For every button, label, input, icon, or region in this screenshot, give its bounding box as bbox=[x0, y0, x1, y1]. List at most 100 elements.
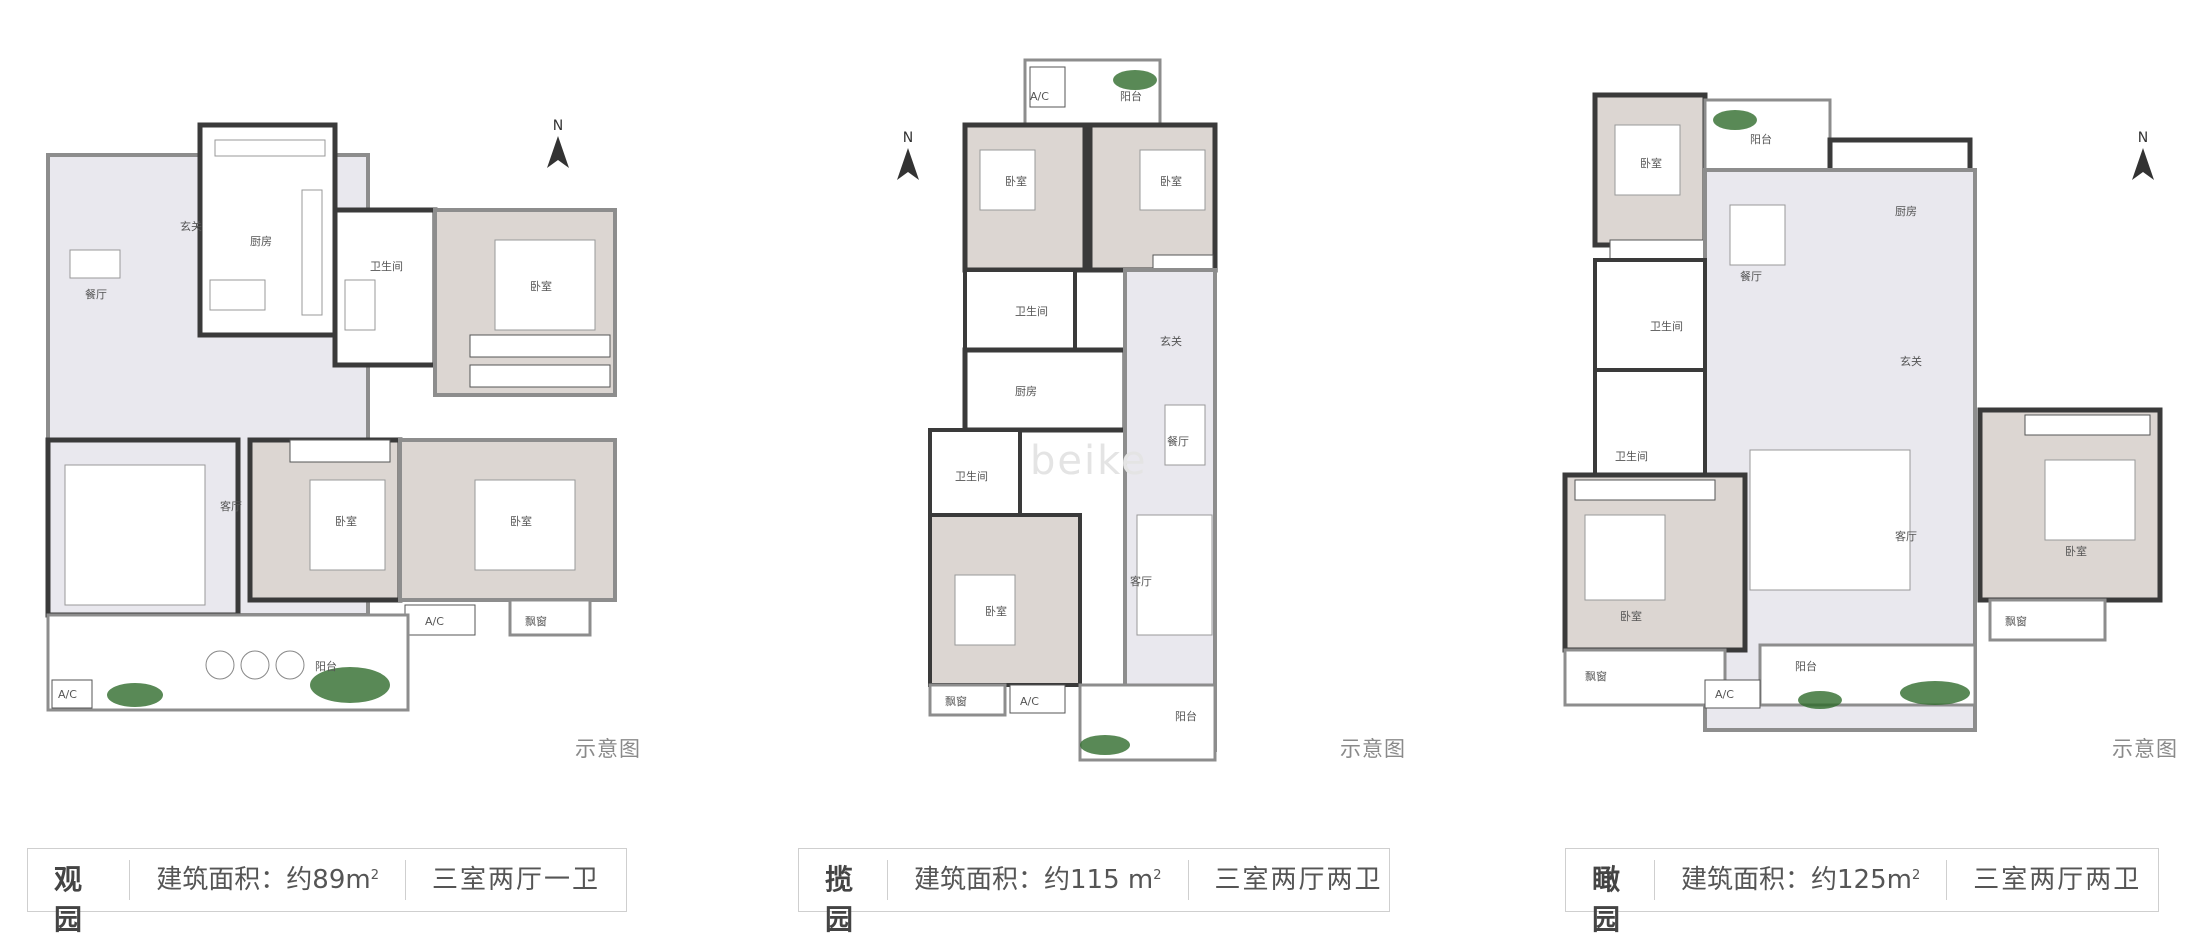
diagram-note: 示意图 bbox=[2112, 737, 2178, 761]
room-label: 卧室 bbox=[1005, 174, 1027, 188]
room-label: 卧室 bbox=[2065, 544, 2087, 558]
area-unit-sup: 2 bbox=[370, 868, 379, 883]
ac-unit-2 bbox=[51, 679, 93, 709]
north-label: N bbox=[902, 130, 914, 146]
north-label: N bbox=[2137, 130, 2149, 146]
balcony-seat bbox=[275, 650, 305, 680]
room-label: 阳台 bbox=[315, 659, 337, 673]
kitchen-counter bbox=[214, 139, 326, 157]
kitchen-counter-side bbox=[301, 189, 323, 316]
plan-area: 建筑面积：约115 m2 bbox=[888, 860, 1189, 900]
ac-top bbox=[1029, 66, 1066, 108]
room-label: 玄关 bbox=[180, 219, 202, 233]
bed-1 bbox=[979, 149, 1036, 211]
room-label: 卫生间 bbox=[370, 259, 403, 273]
room-label: 卫生间 bbox=[1015, 304, 1048, 318]
room-label: 玄关 bbox=[1900, 354, 1922, 368]
bed-1 bbox=[494, 239, 596, 331]
area-text: 建筑面积：约115 m bbox=[914, 865, 1154, 895]
living-rug bbox=[64, 464, 206, 606]
bed-2 bbox=[1139, 149, 1206, 211]
north-label: N bbox=[552, 118, 564, 134]
area-unit-sup: 2 bbox=[1911, 868, 1921, 883]
room-label: 卧室 bbox=[335, 514, 357, 528]
room-label: 阳台 bbox=[1795, 659, 1817, 673]
area-text: 建筑面积：约89m bbox=[156, 865, 371, 895]
room-label: 餐厅 bbox=[1167, 434, 1189, 448]
room-label: 阳台 bbox=[1120, 89, 1142, 103]
room-label: 阳台 bbox=[1750, 132, 1772, 146]
plan-area: 建筑面积：约89m2 bbox=[130, 860, 406, 900]
room-label: 厨房 bbox=[250, 235, 272, 248]
north-indicator: N bbox=[545, 118, 571, 170]
north-arrow-icon bbox=[897, 148, 919, 180]
room-label: A/C bbox=[425, 615, 444, 628]
floor-plan-lanyuan: A/C 阳台 卧室 卧室 卫生间 厨房 玄关 餐厅 卫生间 卧室 客厅 飘窗 A… bbox=[905, 55, 1285, 775]
bed-2 bbox=[1584, 514, 1666, 601]
plan-layout: 三室两厅两卫 bbox=[1214, 865, 1383, 895]
diagram-note: 示意图 bbox=[1340, 737, 1406, 761]
bay-window-1 bbox=[1563, 648, 1727, 707]
area-text: 建筑面积：约125m bbox=[1681, 865, 1912, 895]
floor-plan-kanyuan-drawing: 卧室 阳台 餐厅 厨房 卫生间 玄关 卫生间 客厅 卧室 卧室 飘窗 飘窗 阳台… bbox=[1562, 92, 2163, 732]
living-rug bbox=[1136, 514, 1213, 636]
floor-plan-guanyuan: 玄关 厨房 卫生间 餐厅 客厅 卧室 卧室 卧室 阳台 飘窗 A/C A/C bbox=[40, 100, 620, 740]
north-indicator: N bbox=[2130, 130, 2156, 182]
bathtub bbox=[344, 279, 376, 331]
room-label: 飘窗 bbox=[945, 694, 967, 708]
diagram-note: 示意图 bbox=[575, 737, 641, 761]
plant bbox=[1080, 735, 1130, 755]
room-label: A/C bbox=[1030, 90, 1049, 103]
room-label: 餐厅 bbox=[85, 287, 107, 301]
north-arrow-icon bbox=[2132, 148, 2154, 180]
ac-bottom bbox=[1009, 684, 1066, 714]
plant bbox=[1713, 110, 1757, 130]
room-label: 客厅 bbox=[1130, 574, 1152, 588]
wardrobe-3 bbox=[2024, 414, 2151, 436]
room-label: 卧室 bbox=[1640, 156, 1662, 170]
bay-window-2 bbox=[1988, 598, 2107, 642]
bay-window bbox=[508, 598, 592, 637]
bed-3 bbox=[954, 574, 1016, 646]
dining-table bbox=[1164, 404, 1206, 466]
dining-table bbox=[69, 249, 121, 279]
room-label: 卫生间 bbox=[955, 469, 988, 483]
plant bbox=[310, 667, 390, 703]
info-bar-guanyuan: 观 园 建筑面积：约89m2 三室两厅一卫 bbox=[27, 848, 627, 936]
dining-table bbox=[1729, 204, 1786, 266]
north-arrow-icon bbox=[547, 136, 569, 168]
bath-1 bbox=[1593, 258, 1707, 372]
room-label: A/C bbox=[1020, 695, 1039, 708]
room-label: 卧室 bbox=[530, 279, 552, 293]
room-label: 飘窗 bbox=[1585, 669, 1607, 683]
living-rug bbox=[1749, 449, 1911, 591]
plan-area: 建筑面积：约125m2 bbox=[1655, 860, 1948, 900]
room-label: 玄关 bbox=[1160, 334, 1182, 348]
room-label: 客厅 bbox=[220, 499, 242, 513]
room-label: 飘窗 bbox=[2005, 614, 2027, 628]
room-label: A/C bbox=[1715, 688, 1734, 701]
watermark: beike bbox=[1030, 438, 1148, 484]
plan-name: 揽 园 bbox=[799, 860, 889, 936]
floor-plan-guanyuan-drawing: 玄关 厨房 卫生间 餐厅 客厅 卧室 卧室 卧室 阳台 飘窗 A/C A/C bbox=[45, 122, 617, 712]
room-label: 卧室 bbox=[1620, 609, 1642, 623]
north-indicator: N bbox=[895, 130, 921, 182]
balcony-seat bbox=[240, 650, 270, 680]
plant bbox=[1798, 691, 1842, 709]
plan-name: 瞰 园 bbox=[1566, 860, 1656, 936]
balcony-seat bbox=[205, 650, 235, 680]
room-label: A/C bbox=[58, 688, 77, 701]
bath-2 bbox=[1593, 368, 1707, 477]
floor-plan-lanyuan-drawing: A/C 阳台 卧室 卧室 卫生间 厨房 玄关 餐厅 卫生间 卧室 客厅 飘窗 A… bbox=[928, 58, 1218, 762]
wardrobe-1 bbox=[469, 334, 611, 358]
room-label: 阳台 bbox=[1175, 709, 1197, 723]
bath-1 bbox=[963, 268, 1077, 352]
wardrobe-2 bbox=[469, 364, 611, 388]
room-label: 客厅 bbox=[1895, 529, 1917, 543]
plant bbox=[1900, 681, 1970, 705]
room-label: 卫生间 bbox=[1650, 319, 1683, 333]
bed-1 bbox=[1614, 124, 1681, 196]
ac-unit-1 bbox=[404, 604, 476, 636]
room-label: 餐厅 bbox=[1740, 269, 1762, 283]
plant bbox=[1113, 70, 1157, 90]
